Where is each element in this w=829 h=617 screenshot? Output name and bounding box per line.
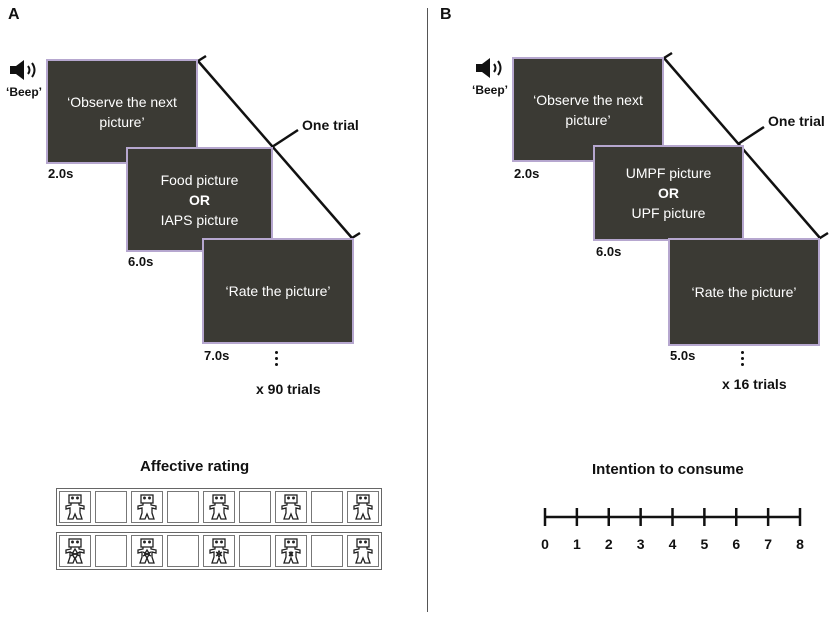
panel-b-screen-picture: UMPF picture OR UPF picture xyxy=(593,145,744,241)
valence-manikin-icon xyxy=(137,494,157,520)
scale-label: 8 xyxy=(796,536,804,552)
arousal-manikin-icon xyxy=(137,538,157,564)
valence-scale-cell xyxy=(167,491,199,523)
scale-label: 5 xyxy=(700,536,709,552)
panel-a-screen-rate: ‘Rate the picture’ xyxy=(202,238,354,344)
speaker-icon xyxy=(476,58,502,78)
panel-a-trials-count: x 90 trials xyxy=(256,381,321,397)
arousal-manikin-icon xyxy=(281,538,301,564)
valence-scale-cell xyxy=(239,491,271,523)
panel-a-screen-observe: ‘Observe the next picture’ xyxy=(46,59,198,164)
screen-text: Food picture xyxy=(160,171,239,188)
arousal-scale-cell xyxy=(347,535,379,567)
panel-b-screen-rate: ‘Rate the picture’ xyxy=(668,238,820,346)
valence-scale-cell xyxy=(131,491,163,523)
valence-scale-cell xyxy=(311,491,343,523)
valence-scale xyxy=(56,488,382,526)
panel-a-one-trial-label: One trial xyxy=(302,117,359,133)
valence-scale-cell xyxy=(95,491,127,523)
screen-text: picture’ xyxy=(99,113,145,130)
intention-scale-title: Intention to consume xyxy=(592,461,744,478)
scale-label: 4 xyxy=(668,536,677,552)
panel-b-duration-1: 2.0s xyxy=(514,166,540,181)
valence-manikin-icon xyxy=(209,494,229,520)
screen-text: IAPS picture xyxy=(160,211,239,228)
screen-text-or: OR xyxy=(658,185,679,201)
panel-b-duration-2: 6.0s xyxy=(596,244,622,259)
panel-a-duration-1: 2.0s xyxy=(48,166,74,181)
arousal-manikin-icon xyxy=(209,538,229,564)
panel-a-duration-3: 7.0s xyxy=(204,348,230,363)
screen-text: UMPF picture xyxy=(625,165,712,181)
arousal-scale-cell xyxy=(95,535,127,567)
valence-manikin-icon xyxy=(65,494,85,520)
panel-b-ellipsis xyxy=(741,351,745,369)
scale-label: 6 xyxy=(732,536,741,552)
arousal-scale-cell xyxy=(59,535,91,567)
arousal-scale-cell xyxy=(167,535,199,567)
panel-b-trials-count: x 16 trials xyxy=(722,376,787,392)
panel-a-duration-2: 6.0s xyxy=(128,254,154,269)
affective-rating-title: Affective rating xyxy=(140,458,250,475)
beep-label: ‘Beep’ xyxy=(472,83,509,97)
arousal-scale-cell xyxy=(203,535,235,567)
screen-text: ‘Observe the next xyxy=(67,93,177,110)
valence-scale-cell xyxy=(347,491,379,523)
beep-label: ‘Beep’ xyxy=(6,85,43,99)
panel-a-screen-picture: Food picture OR IAPS picture xyxy=(126,147,273,252)
scale-label: 2 xyxy=(604,536,613,552)
arousal-scale xyxy=(56,532,382,570)
speaker-icon xyxy=(10,60,36,80)
scale-label: 0 xyxy=(541,536,549,552)
panel-a-trial-bracket xyxy=(197,60,353,239)
screen-text: UPF picture xyxy=(631,205,706,221)
scale-label: 7 xyxy=(764,536,773,552)
screen-text: picture’ xyxy=(565,111,611,128)
screen-text-or: OR xyxy=(189,191,210,208)
scale-label: 1 xyxy=(572,536,581,552)
panel-divider xyxy=(427,8,428,612)
panel-a-letter: A xyxy=(8,6,20,23)
panel-b-letter: B xyxy=(440,6,452,23)
panel-b-duration-3: 5.0s xyxy=(670,348,696,363)
panel-b-screen-observe: ‘Observe the next picture’ xyxy=(512,57,664,162)
screen-text: ‘Rate the picture’ xyxy=(225,283,331,299)
valence-scale-cell xyxy=(203,491,235,523)
arousal-manikin-icon xyxy=(65,538,85,564)
arousal-scale-cell xyxy=(311,535,343,567)
screen-text: ‘Rate the picture’ xyxy=(691,284,797,300)
valence-scale-cell xyxy=(59,491,91,523)
arousal-scale-cell xyxy=(275,535,307,567)
arousal-scale-cell xyxy=(131,535,163,567)
arousal-scale-cell xyxy=(239,535,271,567)
valence-scale-cell xyxy=(275,491,307,523)
valence-manikin-icon xyxy=(281,494,301,520)
screen-text: ‘Observe the next xyxy=(533,91,643,108)
panel-b-one-trial-label: One trial xyxy=(768,113,825,129)
valence-manikin-icon xyxy=(353,494,373,520)
panel-a-ellipsis xyxy=(275,351,279,369)
scale-label: 3 xyxy=(636,536,645,552)
arousal-manikin-icon xyxy=(353,538,373,564)
